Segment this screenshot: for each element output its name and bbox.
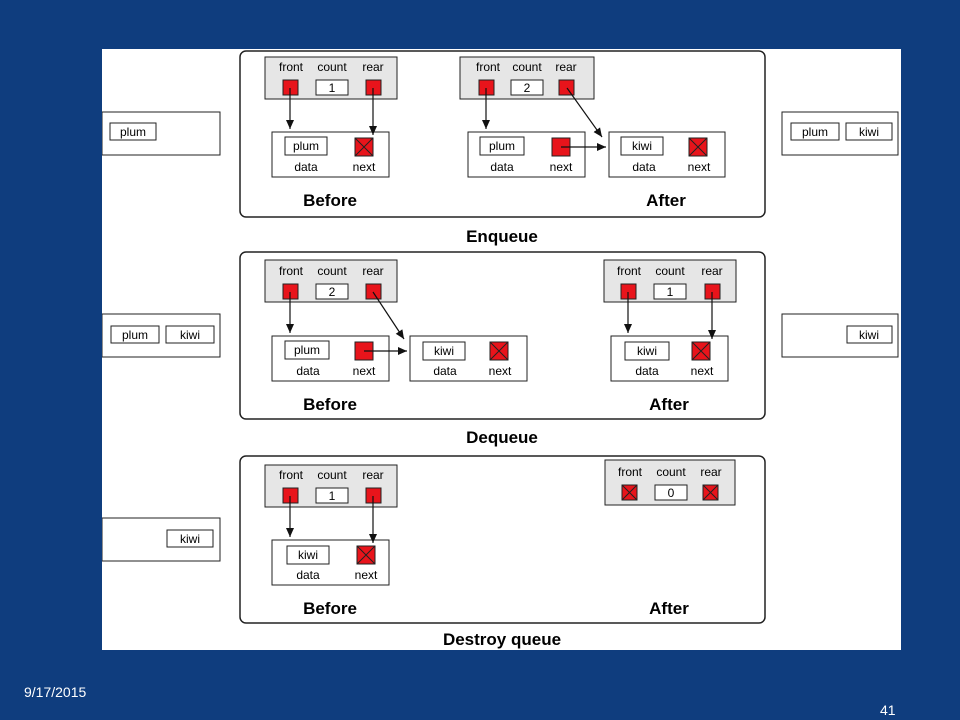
svg-text:next: next — [355, 568, 378, 582]
panel-caption: Destroy queue — [443, 630, 561, 649]
svg-text:front: front — [279, 264, 304, 278]
svg-text:count: count — [317, 468, 347, 482]
svg-text:1: 1 — [667, 285, 674, 299]
svg-text:next: next — [353, 364, 376, 378]
svg-text:front: front — [617, 264, 642, 278]
svg-text:front: front — [476, 60, 501, 74]
destroy-queue-panel: kiwi front count rear 1 kiwi data next B… — [101, 455, 766, 649]
svg-text:data: data — [632, 160, 656, 174]
svg-text:plum: plum — [294, 343, 320, 357]
panel-frame — [239, 251, 766, 420]
rear-pointer — [558, 79, 575, 96]
queue-header-before: front count rear 1 — [264, 464, 398, 508]
svg-text:data: data — [294, 160, 318, 174]
svg-text:2: 2 — [329, 285, 336, 299]
slide-page-number: 41 — [880, 702, 896, 718]
queue-diagram-svg: plum plum kiwi front count rear 1 plum d… — [101, 50, 899, 649]
after-label: After — [649, 599, 689, 618]
queue-before-box: plum kiwi — [101, 313, 221, 358]
svg-text:front: front — [618, 465, 643, 479]
before-label: Before — [303, 191, 357, 210]
svg-text:next: next — [550, 160, 573, 174]
queue-header-after: front count rear 1 — [603, 259, 737, 303]
svg-text:rear: rear — [362, 468, 383, 482]
queue-item: kiwi — [180, 532, 200, 546]
dequeue-panel: plum kiwi kiwi front count rear 2 plum d… — [101, 251, 899, 447]
svg-text:count: count — [317, 264, 347, 278]
node-kiwi: kiwi data next — [271, 539, 390, 586]
queue-item: kiwi — [180, 328, 200, 342]
queue-header-before: front count rear 2 — [264, 259, 398, 303]
panel-frame — [239, 50, 766, 218]
queue-before-box: kiwi — [101, 517, 221, 562]
queue-before-box: plum — [101, 111, 221, 156]
queue-header-after: front count rear 0 — [604, 459, 736, 506]
queue-header-before: front count rear 1 — [264, 56, 398, 100]
svg-text:rear: rear — [700, 465, 721, 479]
node-plum: plum data next — [467, 131, 586, 178]
svg-text:kiwi: kiwi — [632, 139, 652, 153]
queue-item: kiwi — [859, 328, 879, 342]
svg-text:rear: rear — [701, 264, 722, 278]
svg-text:data: data — [490, 160, 514, 174]
node-kiwi: kiwi data next — [608, 131, 726, 178]
svg-text:count: count — [512, 60, 542, 74]
queue-item: plum — [802, 125, 828, 139]
svg-text:data: data — [296, 568, 320, 582]
queue-after-box: plum kiwi — [781, 111, 899, 156]
svg-text:kiwi: kiwi — [434, 344, 454, 358]
svg-text:1: 1 — [329, 81, 336, 95]
node-plum: plum data next — [271, 131, 390, 178]
before-label: Before — [303, 599, 357, 618]
slide-date: 9/17/2015 — [24, 684, 87, 700]
svg-text:plum: plum — [293, 139, 319, 153]
svg-text:data: data — [296, 364, 320, 378]
svg-text:next: next — [353, 160, 376, 174]
queue-item: plum — [120, 125, 146, 139]
svg-text:1: 1 — [329, 489, 336, 503]
after-label: After — [646, 191, 686, 210]
count-box — [315, 79, 349, 96]
svg-text:next: next — [688, 160, 711, 174]
panel-caption: Enqueue — [466, 227, 538, 246]
svg-text:data: data — [433, 364, 457, 378]
queue-after-box: kiwi — [781, 313, 899, 358]
svg-text:front: front — [279, 468, 304, 482]
enqueue-panel: plum plum kiwi front count rear 1 plum d… — [101, 50, 899, 246]
queue-item: kiwi — [859, 125, 879, 139]
panel-caption: Dequeue — [466, 428, 538, 447]
svg-text:kiwi: kiwi — [637, 344, 657, 358]
count-box — [510, 79, 544, 96]
svg-text:next: next — [691, 364, 714, 378]
svg-text:kiwi: kiwi — [298, 548, 318, 562]
queue-item: plum — [122, 328, 148, 342]
node-kiwi: kiwi data next — [610, 335, 729, 382]
svg-text:count: count — [317, 60, 347, 74]
svg-text:0: 0 — [668, 486, 675, 500]
svg-text:rear: rear — [362, 60, 383, 74]
node-plum: plum data next — [271, 335, 390, 382]
queue-operations-figure: plum plum kiwi front count rear 1 plum d… — [101, 49, 901, 650]
queue-header-after: front count rear 2 — [459, 56, 595, 100]
svg-text:2: 2 — [524, 81, 531, 95]
before-label: Before — [303, 395, 357, 414]
svg-text:data: data — [635, 364, 659, 378]
after-label: After — [649, 395, 689, 414]
svg-text:next: next — [489, 364, 512, 378]
svg-text:count: count — [655, 264, 685, 278]
svg-text:front: front — [279, 60, 304, 74]
svg-text:rear: rear — [555, 60, 576, 74]
panel-frame — [239, 455, 766, 624]
svg-text:rear: rear — [362, 264, 383, 278]
svg-text:count: count — [656, 465, 686, 479]
node-kiwi: kiwi data next — [409, 335, 528, 382]
svg-text:plum: plum — [489, 139, 515, 153]
